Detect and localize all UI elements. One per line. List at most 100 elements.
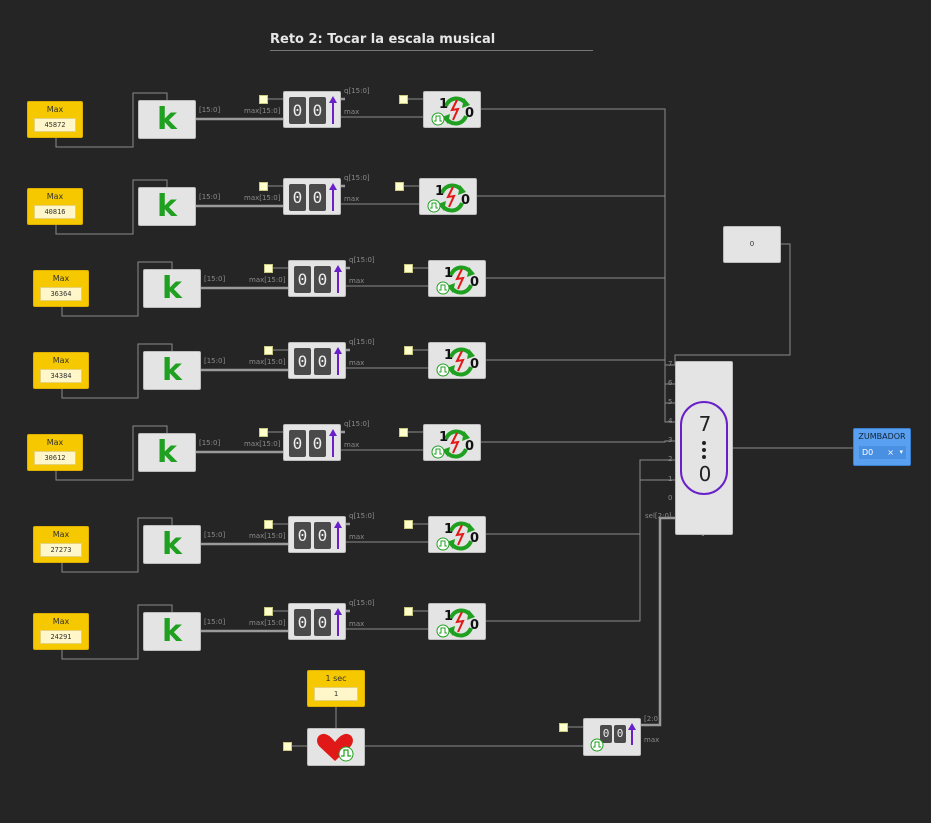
timer-label: 1 sec <box>325 674 347 683</box>
max-constant-value[interactable]: 34384 <box>40 369 82 383</box>
max-constant-value[interactable]: 30612 <box>34 451 76 465</box>
max-constant-value[interactable]: 40816 <box>34 205 76 219</box>
const-to-k-wire <box>61 604 173 660</box>
bus-label: [15:0] <box>204 275 226 283</box>
constant-k-block-6[interactable]: k <box>143 612 201 651</box>
max-constant-0[interactable]: Max 45872 <box>27 101 83 138</box>
max-constant-label: Max <box>46 105 64 114</box>
bus-label: [15:0] <box>204 357 226 365</box>
selector-enable-pin[interactable] <box>559 723 568 732</box>
bus-label: [15:0] <box>199 106 221 114</box>
counter-digit-1: 0 <box>314 609 331 636</box>
constant-k-block-5[interactable]: k <box>143 525 201 564</box>
bus-label: [15:0] <box>204 531 226 539</box>
constant-k-block-2[interactable]: k <box>143 269 201 308</box>
page-title: Reto 2: Tocar la escala musical <box>270 32 593 51</box>
toggle-icon <box>431 96 470 126</box>
counter-q-label: q[15:0] <box>349 599 375 607</box>
toggle-enable-pin-0[interactable] <box>399 95 408 104</box>
toggle-label-one: 1 <box>444 609 454 624</box>
toggle-enable-pin-4[interactable] <box>399 428 408 437</box>
toggle-enable-pin-1[interactable] <box>395 182 404 191</box>
const-to-k-wire <box>61 261 173 317</box>
toggle-label-zero: 0 <box>461 193 471 208</box>
arrow-up-icon <box>590 723 636 752</box>
counter-enable-pin-4[interactable] <box>259 428 268 437</box>
counter-enable-pin-2[interactable] <box>264 264 273 273</box>
timer-value[interactable]: 1 <box>314 687 358 701</box>
toggle-to-mux-wire <box>481 108 675 366</box>
zero-constant-block[interactable]: 0 <box>723 226 781 263</box>
const-to-k-wire <box>61 343 173 399</box>
mux-input-label: 4 <box>668 417 673 425</box>
toggle-label-one: 1 <box>444 522 454 537</box>
k-icon: k <box>162 527 182 562</box>
counter-enable-pin-5[interactable] <box>264 520 273 529</box>
counter-enable-pin-6[interactable] <box>264 607 273 616</box>
multiplexer-block[interactable]: 7 0 <box>675 361 733 535</box>
counter-max-out-label: max <box>349 620 365 628</box>
heartbeat-block[interactable] <box>307 728 365 766</box>
bus-label: [15:0] <box>199 193 221 201</box>
toggle-label-one: 1 <box>439 430 449 445</box>
chevron-down-icon[interactable]: ▾ <box>899 448 903 456</box>
constant-k-block-1[interactable]: k <box>138 187 196 226</box>
zero-to-mux-wire <box>674 243 791 365</box>
mux-input-label: 7 <box>668 360 673 368</box>
max-constant-value[interactable]: 36364 <box>40 287 82 301</box>
heartbeat-enable-pin[interactable] <box>283 742 292 751</box>
counter-max-out-label: max <box>344 441 360 449</box>
max-constant-value[interactable]: 45872 <box>34 118 76 132</box>
toggle-to-mux-wire <box>477 195 675 385</box>
max-constant-value[interactable]: 24291 <box>40 630 82 644</box>
constant-k-block-3[interactable]: k <box>143 351 201 390</box>
counter-max-out-label: max <box>349 533 365 541</box>
zumbador-pin-select[interactable]: D0 × ▾ <box>859 446 906 459</box>
bus-label: [15:0] <box>199 439 221 447</box>
constant-k-block-0[interactable]: k <box>138 100 196 139</box>
timer-constant-block[interactable]: 1 sec 1 <box>307 670 365 707</box>
counter-digit-0: 0 <box>289 97 306 124</box>
toggle-icon <box>427 183 466 213</box>
counter-digit-1: 0 <box>309 430 326 457</box>
toggle-label-zero: 0 <box>470 275 480 290</box>
counter-enable-pin-1[interactable] <box>259 182 268 191</box>
toggle-enable-pin-6[interactable] <box>404 607 413 616</box>
clear-icon[interactable]: × <box>887 448 894 457</box>
counter-max-in-label: max[15:0] <box>244 194 281 202</box>
counter-enable-pin-0[interactable] <box>259 95 268 104</box>
toggle-enable-pin-2[interactable] <box>404 264 413 273</box>
toggle-enable-pin-3[interactable] <box>404 346 413 355</box>
toggle-enable-pin-5[interactable] <box>404 520 413 529</box>
counter-digit-0: 0 <box>294 348 311 375</box>
counter-max-out-label: max <box>344 108 360 116</box>
max-constant-value[interactable]: 27273 <box>40 543 82 557</box>
counter-enable-pin-3[interactable] <box>264 346 273 355</box>
selector-counter-block[interactable]: 0 0 <box>583 718 641 756</box>
mux-ring <box>680 401 728 495</box>
counter-max-out-label: max <box>344 195 360 203</box>
zumbador-output-block[interactable]: ZUMBADOR D0 × ▾ <box>853 428 911 466</box>
constant-k-block-4[interactable]: k <box>138 433 196 472</box>
